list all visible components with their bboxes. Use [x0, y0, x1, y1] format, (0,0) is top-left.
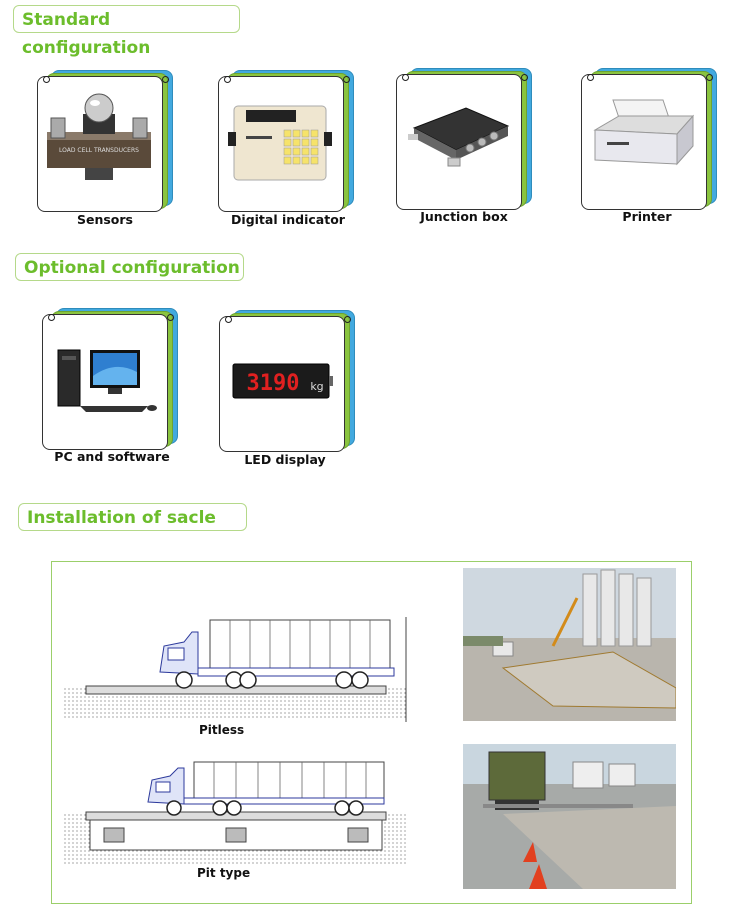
card-printer: [581, 68, 721, 210]
pitless-label: Pitless: [199, 723, 245, 737]
caption-junction-box: Junction box: [420, 209, 508, 224]
installation-box: [51, 561, 692, 904]
caption-sensors: Sensors: [76, 212, 133, 227]
caption-digital-indicator: Digital indicator: [231, 212, 345, 227]
card-junction-box: [396, 68, 536, 210]
card-led-display: 3190 kg: [219, 310, 359, 452]
led-display-icon: 3190 kg: [232, 363, 333, 399]
led-value: 3190: [247, 371, 300, 396]
caption-printer: Printer: [622, 209, 672, 224]
section-title-installation: Installation of sacle: [18, 503, 247, 531]
section-title-standard: Standard configuration: [13, 5, 240, 58]
digital-indicator-icon: [228, 105, 332, 181]
printer-icon: [593, 99, 695, 166]
caption-led-display: LED display: [244, 452, 326, 467]
pc-icon: [57, 349, 157, 412]
pitless-diagram: [64, 617, 407, 722]
card-digital-indicator: [218, 70, 358, 212]
card-sensors: LOAD CELL TRANSDUCERS: [37, 70, 177, 212]
photo-pit-type-site: [463, 744, 676, 889]
pit-type-label: Pit type: [197, 866, 251, 880]
caption-pc: PC and software: [54, 449, 170, 464]
photo-pitless-site: [463, 568, 676, 721]
junction-box-icon: [408, 107, 510, 167]
card-pc: [42, 308, 182, 450]
load-cell-sensor-icon: LOAD CELL TRANSDUCERS: [47, 93, 151, 180]
section-title-optional: Optional configuration: [15, 253, 244, 281]
pit-type-diagram: [64, 761, 406, 866]
sensor-text: LOAD CELL TRANSDUCERS: [59, 147, 139, 154]
led-unit: kg: [310, 380, 323, 393]
